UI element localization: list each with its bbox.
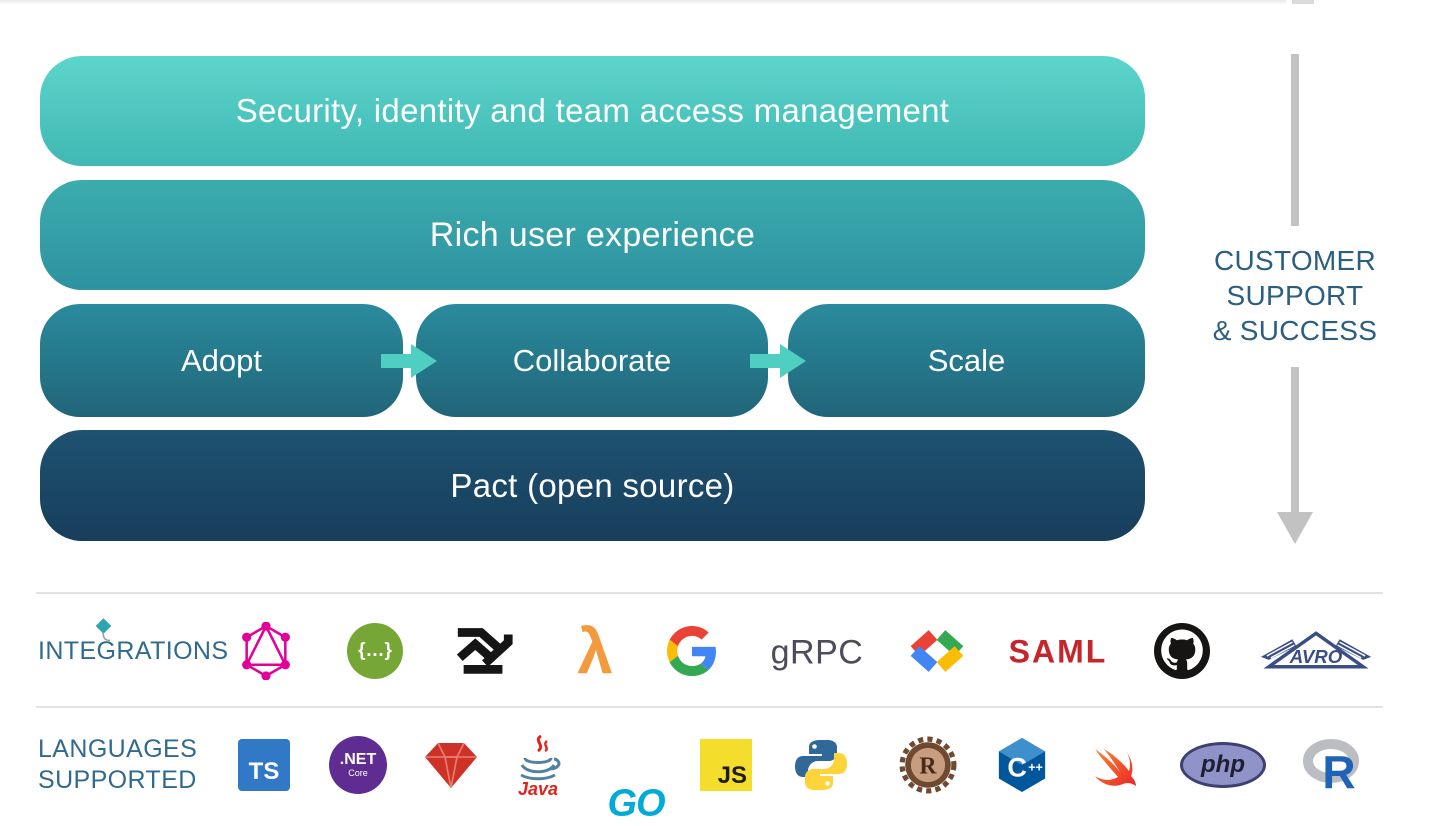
java-icon: Java: [510, 733, 566, 799]
aws-lambda-icon: λ: [577, 619, 613, 683]
handshake-icon: [452, 622, 516, 678]
openapi-glyph: {…}: [358, 640, 392, 661]
java-wordmark: Java: [518, 779, 558, 799]
javascript-wordmark: JS: [717, 762, 747, 789]
languages-label: LANGUAGES SUPPORTED: [38, 734, 197, 796]
languages-label-line1: LANGUAGES: [38, 735, 198, 763]
typescript-wordmark: TS: [248, 758, 280, 785]
grpc-diamond-icon: [95, 618, 112, 642]
step-adopt: Adopt: [40, 304, 403, 417]
graphql-icon: [240, 622, 292, 680]
step-collaborate-label: Collaborate: [512, 342, 672, 378]
lambda-glyph: λ: [577, 615, 613, 687]
bar-rich-user-experience: Rich user experience: [40, 180, 1145, 290]
go-wordmark: GO: [607, 782, 665, 825]
bar-security: Security, identity and team access manag…: [40, 56, 1145, 166]
python-icon: [793, 737, 849, 793]
google-icon: [667, 626, 717, 676]
ruby-icon: [425, 741, 477, 789]
r-icon: R: [1303, 739, 1367, 793]
dotnet-core-icon: .NET Core: [329, 736, 387, 794]
step-scale-label: Scale: [927, 342, 1006, 378]
divider-middle: [36, 706, 1383, 708]
rust-letter: R: [919, 753, 937, 779]
go-icon: GO: [0, 783, 1353, 826]
javascript-icon: JS: [700, 739, 752, 791]
grpc-logo: gRPC: [95, 618, 1434, 673]
customer-support-label: CUSTOMER SUPPORT & SUCCESS: [1175, 243, 1415, 348]
saml-wordmark: SAML: [1008, 633, 1108, 670]
step-collaborate: Collaborate: [416, 304, 768, 417]
right-arrow-icon: [750, 344, 806, 378]
avro-wordmark: AVRO: [1289, 646, 1343, 667]
divider-top: [36, 592, 1383, 594]
customer-support-line3: & SUCCESS: [1212, 315, 1378, 346]
right-arrow-icon: [381, 344, 437, 378]
down-arrow-line-bottom: [1291, 367, 1299, 514]
dotnet-core-wordmark: Core: [348, 768, 368, 778]
bar-security-label: Security, identity and team access manag…: [235, 92, 950, 129]
top-border: [0, 0, 1286, 4]
typescript-icon: TS: [238, 739, 290, 791]
customer-support-line1: CUSTOMER: [1213, 245, 1377, 276]
cpp-letter: C: [1007, 753, 1027, 783]
php-wordmark: php: [1201, 751, 1245, 778]
saml-logo: SAML: [1009, 634, 1108, 671]
down-arrow-line-top: [1291, 54, 1299, 226]
bar-pact-open-source: Pact (open source): [40, 430, 1145, 541]
avro-logo: AVRO: [1259, 626, 1373, 676]
customer-support-line2: SUPPORT: [1226, 280, 1364, 311]
grpc-wordmark: gRPC: [770, 633, 864, 672]
php-icon: php: [1180, 742, 1266, 788]
cpp-plusplus: ++: [1028, 761, 1043, 775]
openapi-icon: {…}: [347, 623, 403, 679]
bar-ux-label: Rich user experience: [429, 215, 756, 254]
integrations-label: INTEGRATIONS: [38, 637, 229, 665]
cpp-icon: C ++: [995, 735, 1049, 795]
step-scale: Scale: [788, 304, 1145, 417]
languages-label-line2: SUPPORTED: [38, 766, 197, 794]
github-icon: [1153, 622, 1211, 680]
swift-icon: [1087, 737, 1145, 793]
bar-pact-label: Pact (open source): [450, 466, 735, 504]
google-developers-icon: [903, 628, 971, 674]
step-adopt-label: Adopt: [180, 342, 262, 378]
top-border-dash: [1292, 0, 1314, 4]
dotnet-wordmark: .NET: [339, 751, 377, 768]
down-arrow-head-icon: [1277, 512, 1313, 544]
r-letter: R: [1322, 746, 1355, 793]
rust-icon: R: [899, 736, 957, 794]
